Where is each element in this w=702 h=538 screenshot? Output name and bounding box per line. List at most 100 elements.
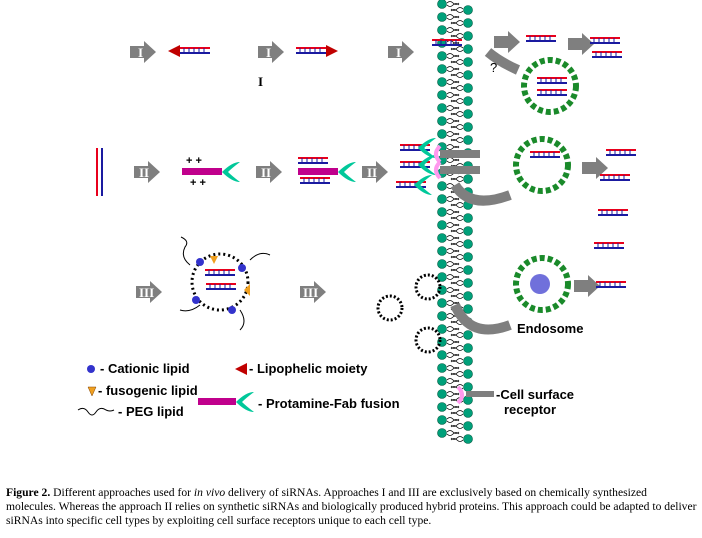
lipid-head [437,233,447,243]
lipid-head [463,122,473,132]
lipid-tail [450,215,464,221]
svg-text:- Protamine-Fab fusion: - Protamine-Fab fusion [258,396,400,411]
lipid-tail [450,202,464,208]
lipid-head [463,70,473,80]
lipid-head [463,44,473,54]
lipid-tail [450,137,464,143]
lipid-tail [450,254,464,260]
lipid-tail [450,358,464,364]
caption-text: Different approaches used for [50,486,194,499]
lipid-head [437,25,447,35]
lipid-head [437,0,447,9]
lipid-head [437,220,447,230]
lipophilic-moiety-icon [235,363,247,375]
lipid-tail [446,196,460,202]
svg-text:- fusogenic lipid: - fusogenic lipid [98,383,198,398]
lipid-tail [450,98,464,104]
lipid-tail [450,59,464,65]
lipid-head [437,298,447,308]
caption-text: delivery of siRNAs. Approaches I and III… [6,486,697,527]
lipid-head [463,382,473,392]
lipid-tail [446,14,460,20]
legend-protamine-fab: - Protamine-Fab fusion [198,392,400,412]
lipid-tail [450,436,464,442]
lipid-head [437,194,447,204]
lipid-head [437,181,447,191]
lipid-tail [446,248,460,254]
lipid-tail [446,235,460,241]
lipid-tail [450,423,464,429]
lipid-tail [446,300,460,306]
lipid-tail [446,118,460,124]
svg-text:III: III [139,285,154,300]
lipid-tail [446,261,460,267]
peg-lipid-icon [77,407,115,416]
approach-iii-arrow: III [300,281,326,303]
lipid-head [463,265,473,275]
svg-text:II: II [261,165,271,180]
lipid-head [463,96,473,106]
lipid-tail [450,7,464,13]
approach-i-arrow: I [388,41,414,63]
legend-lipophilic-moiety: - Lipophelic moiety [235,361,368,376]
lipid-tail [450,46,464,52]
lipid-tail [446,209,460,215]
lipid-head [437,90,447,100]
lipid-head [463,213,473,223]
lipid-tail [450,293,464,299]
lipid-tail [446,365,460,371]
lipid-head [463,343,473,353]
legend-cationic-lipid: - Cationic lipid [87,361,190,376]
lipid-tail [446,222,460,228]
lipid-tail [450,267,464,273]
lipid-head [463,252,473,262]
svg-text:II: II [367,165,377,180]
lipid-head [463,408,473,418]
sirna-icon [179,47,211,54]
approach-i-row: I I I I ? [130,31,623,112]
question-mark: ? [490,60,497,75]
approach-i-label: I [258,74,263,89]
lipid-head [437,285,447,295]
lipid-tail [446,92,460,98]
svg-text:receptor: receptor [504,402,556,417]
lipid-head [463,31,473,41]
lipid-tail [446,404,460,410]
lipid-head [437,207,447,217]
endosome-icon [516,139,568,191]
delivery-diagram: I I I I ? II + ++ + II II [77,0,637,444]
lipid-head [437,12,447,22]
lipid-head [437,129,447,139]
lipid-tail [446,352,460,358]
lipid-head [437,350,447,360]
receptor-icon [456,385,464,405]
lipid-head [463,57,473,67]
approach-ii-arrow: II [256,161,282,183]
lipophilic-moiety-icon [168,45,180,57]
svg-text:- PEG lipid: - PEG lipid [118,404,184,419]
svg-text:- Cationic lipid: - Cationic lipid [100,361,190,376]
lipid-tail [450,33,464,39]
lipid-tail [446,79,460,85]
lipid-head [463,434,473,444]
lipid-head [437,116,447,126]
lipid-tail [450,124,464,130]
lipid-head [463,304,473,314]
lipid-head [437,259,447,269]
lipid-tail [446,430,460,436]
lipid-head [463,278,473,288]
lipid-head [437,389,447,399]
lipid-head [437,363,447,373]
figure-label: Figure 2. [6,486,51,499]
lipophilic-moiety-icon [326,45,338,57]
lipid-tail [450,228,464,234]
lipid-head [437,376,447,386]
endosome-label: Endosome [517,321,583,336]
fab-icon [236,392,254,412]
lipid-head [463,135,473,145]
legend-cell-surface-receptor: -Cell surface receptor [456,385,574,417]
lipid-tail [446,131,460,137]
lipid-tail [450,241,464,247]
legend-fusogenic-lipid: - fusogenic lipid [87,383,198,398]
lipid-tail [450,280,464,286]
